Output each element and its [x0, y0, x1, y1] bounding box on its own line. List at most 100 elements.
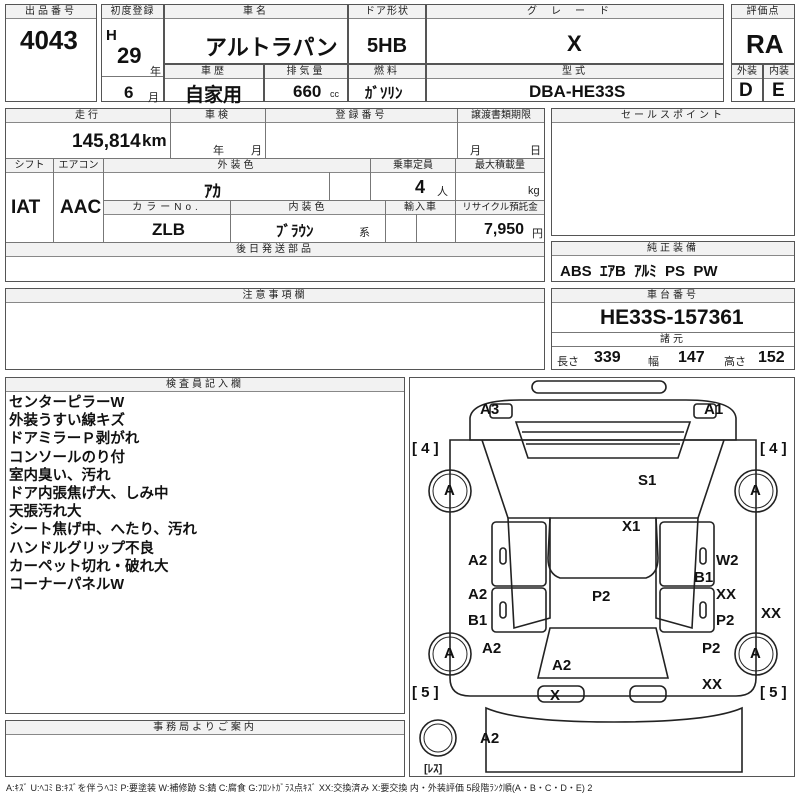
interior-color-cell: 内装色 ﾌﾞﾗｳﾝ 系: [231, 201, 386, 243]
recycle-unit: 円: [532, 228, 543, 240]
width-label: 幅: [648, 356, 659, 368]
damage-mark-p2-right: P2: [716, 612, 735, 629]
car-name-box: 車名 アルトラパン: [164, 4, 348, 64]
model-label: 型式: [427, 65, 723, 79]
color-no-cell: カラーNo. ZLB: [104, 201, 231, 243]
history-value: 自家用: [185, 85, 243, 106]
rating-value: RA: [746, 29, 784, 59]
recycle-cell: リサイクル預託金 7,950 円: [456, 201, 544, 243]
height-value: 152: [758, 349, 785, 366]
damage-mark-x1: X1: [622, 518, 641, 535]
color-no-label: カラーNo.: [104, 201, 230, 215]
equipment-value: ABS ｴｱB ｱﾙﾐ PS PW: [560, 263, 718, 280]
month-value: 6: [124, 83, 134, 102]
mileage-unit: km: [142, 131, 167, 150]
damage-mark-a3: A3: [480, 401, 500, 418]
first-registration-label: 初度登録: [102, 5, 163, 19]
door-label: ドア形状: [349, 5, 425, 19]
damage-mark-b1-right: B1: [694, 569, 714, 586]
lot-number-box: 出品番号 4043: [5, 4, 97, 102]
dims-label: 諸元: [552, 333, 794, 347]
lot-number-label: 出品番号: [6, 5, 96, 19]
shift-cell: シフト IAT: [6, 159, 54, 243]
interior-label: 内装: [764, 65, 794, 79]
displacement-value: 660: [293, 82, 322, 101]
grade-label: グレード: [427, 5, 723, 19]
reg-number-cell: 登録番号: [266, 109, 458, 159]
damage-mark-a1: A1: [704, 401, 724, 418]
first-registration-box: 初度登録 H 29 年 6 月: [101, 4, 164, 104]
tire-rear-right-mark: A: [750, 645, 761, 662]
displacement-unit: cc: [330, 89, 339, 99]
later-parts-label: 後日発送部品: [6, 243, 544, 257]
height-label: 高さ: [724, 356, 746, 368]
damage-mark-a2-rear: A2: [552, 657, 572, 674]
shift-value: IAT: [11, 197, 41, 218]
inspection-year-unit: 年: [213, 145, 224, 157]
length-value: 339: [594, 349, 621, 366]
max-load-label: 最大積載量: [456, 159, 544, 173]
recycle-value: 7,950: [484, 221, 525, 238]
damage-mark-a2-bottom: A2: [480, 730, 500, 747]
office-notice-box: 事務局よりご案内: [5, 720, 405, 777]
capacity-label: 乗車定員: [371, 159, 455, 173]
shift-label: シフト: [6, 159, 53, 173]
length-label: 長さ: [557, 356, 579, 368]
capacity-cell: 乗車定員 4 人: [371, 159, 456, 201]
inspection-cell: 車検 年 月: [171, 109, 266, 159]
displacement-label: 排気量: [265, 65, 347, 79]
damage-mark-xx-far-right: XX: [761, 605, 782, 622]
year-value: 29: [117, 43, 142, 68]
inspector-note-line: ドアミラーＰ剥がれ: [9, 431, 140, 448]
grade-box: グレード X: [426, 4, 724, 64]
capacity-unit: 人: [437, 186, 448, 198]
legend-text: A:ｷｽﾞ U:ﾍｺﾐ B:ｷｽﾞを伴うﾍｺﾐ P:要塗装 W:補修跡 S:錆 …: [6, 783, 593, 793]
exterior-label: 外装: [732, 65, 762, 79]
tire-front-right-label: [ 4 ]: [760, 440, 787, 457]
inspector-note-line: 室内臭い、汚れ: [9, 467, 111, 484]
notes-label: 注意事項欄: [6, 289, 544, 303]
inspector-notes-label: 検査員記入欄: [6, 378, 404, 392]
spare-tire-label: [ﾚｽ]: [424, 763, 443, 775]
damage-mark-a2-left-door2: A2: [468, 586, 488, 603]
transfer-deadline-cell: 譲渡書類期限 月 日: [458, 109, 544, 159]
sales-points-box: セールスポイント: [551, 108, 795, 236]
car-outline-svg: [419, 380, 778, 773]
transfer-deadline-label: 譲渡書類期限: [458, 109, 544, 123]
year-unit: 年: [150, 66, 161, 78]
tire-rear-left-label: [ 5 ]: [412, 684, 439, 701]
damage-diagram: [ 4 ] [ 4 ] [ 5 ] [ 5 ] [ﾚｽ] A A A A A3 …: [409, 377, 795, 777]
interior-color-value: ﾌﾞﾗｳﾝ: [276, 223, 314, 240]
equipment-label: 純正装備: [552, 242, 794, 256]
transfer-day-unit: 日: [530, 145, 541, 157]
import-cell: 輸入車: [386, 201, 456, 243]
damage-mark-a2-left-rear: A2: [482, 640, 502, 657]
mileage-label: 走行: [6, 109, 170, 123]
tire-rear-left-mark: A: [444, 645, 455, 662]
interior-rating-box: 内装 E: [763, 64, 795, 102]
inspector-note-line: ドア内張焦げ大、しみ中: [9, 486, 169, 503]
mileage-value: 145,814: [72, 131, 141, 152]
damage-mark-a2-left-door1: A2: [468, 552, 488, 569]
ac-value: AAC: [60, 197, 102, 218]
vehicle-info-block: 走行 145,814 km 車検 年 月 登録番号 譲渡書類期限 月 日 シフト…: [5, 108, 545, 282]
max-load-cell: 最大積載量 kg: [456, 159, 544, 201]
inspector-note-line: コンソールのり付: [9, 449, 125, 466]
fuel-label: 燃料: [349, 65, 425, 79]
exterior-color-label: 外装色: [104, 159, 370, 173]
capacity-value: 4: [415, 177, 426, 197]
lot-number-value: 4043: [20, 25, 78, 55]
exterior-rating-box: 外装 D: [731, 64, 763, 102]
reg-number-label: 登録番号: [266, 109, 457, 123]
later-parts-cell: 後日発送部品: [6, 243, 544, 281]
inspector-note-line: コーナーパネルW: [9, 577, 125, 594]
inspector-note-line: 天張汚れ大: [9, 504, 82, 521]
sales-points-label: セールスポイント: [552, 109, 794, 123]
width-value: 147: [678, 349, 705, 366]
transfer-month-unit: 月: [470, 145, 481, 157]
history-label: 車歴: [165, 65, 263, 79]
ac-cell: エアコン AAC: [54, 159, 104, 243]
interior-color-unit: 系: [359, 227, 370, 239]
color-no-value: ZLB: [152, 220, 186, 239]
